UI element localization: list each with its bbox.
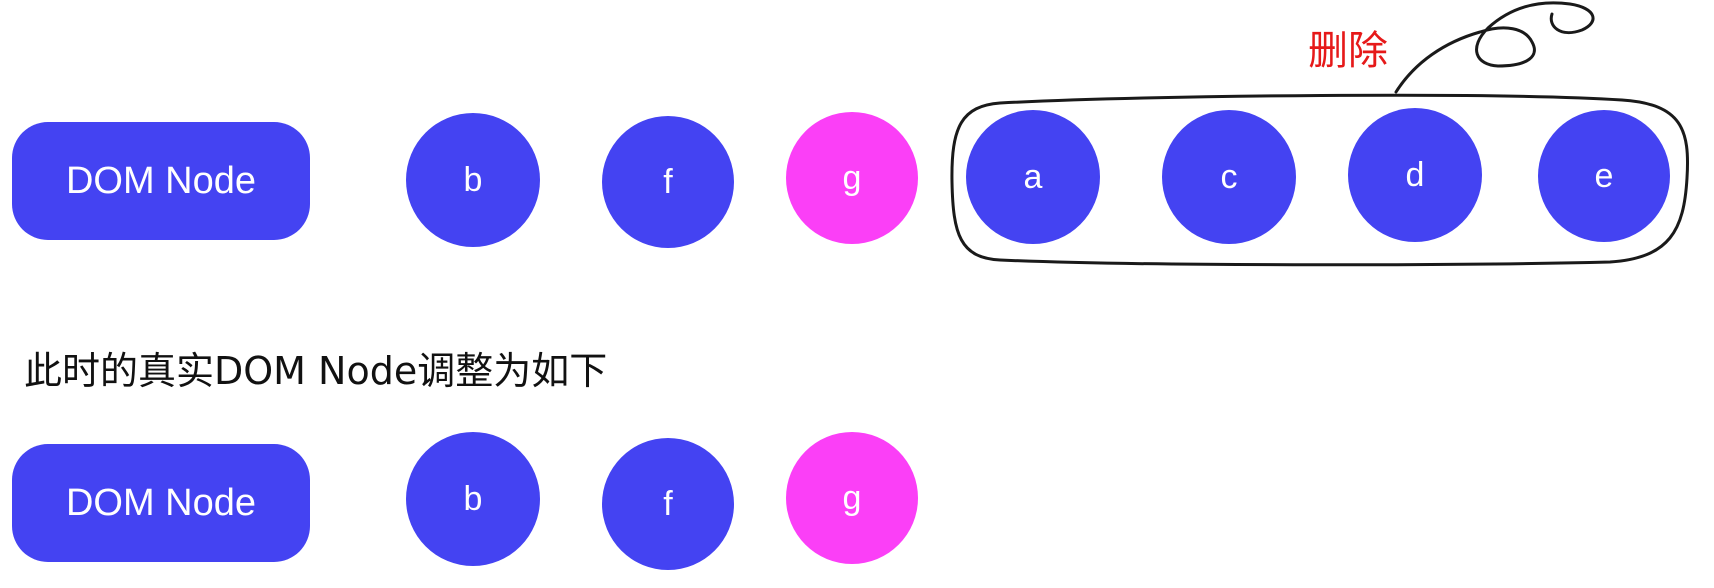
node-e-deleted: e [1538, 110, 1670, 242]
node-a-deleted: a [966, 110, 1100, 244]
node-g-after: g [786, 432, 918, 564]
node-b-before: b [406, 113, 540, 247]
node-f-before: f [602, 116, 734, 248]
delete-scribble-arrow [1394, 1, 1595, 94]
caption-text: 此时的真实DOM Node调整为如下 [24, 349, 608, 393]
node-f-after: f [602, 438, 734, 570]
node-b-after: b [406, 432, 540, 566]
root-dom-node-before: DOM Node [12, 122, 310, 240]
node-d-deleted: d [1348, 108, 1482, 242]
node-g-before: g [786, 112, 918, 244]
delete-label: 删除 [1308, 28, 1388, 74]
node-c-deleted: c [1162, 110, 1296, 244]
deletion-enclosure [950, 93, 1689, 267]
root-dom-node-after: DOM Node [12, 444, 310, 562]
